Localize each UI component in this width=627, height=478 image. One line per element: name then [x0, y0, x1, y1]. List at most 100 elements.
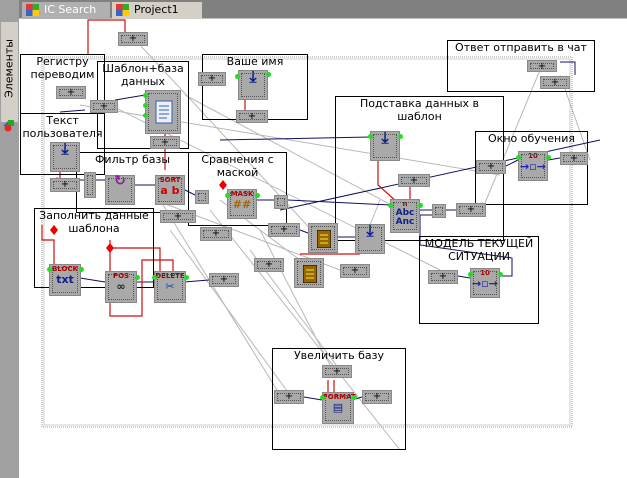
connector-label: +: [569, 153, 579, 164]
list-block[interactable]: [294, 258, 324, 288]
group-title: Фильтр базы: [94, 153, 171, 166]
download-arrow-icon: ⤓: [249, 67, 257, 86]
pin[interactable]: [143, 113, 148, 118]
connector-label: +: [207, 73, 217, 84]
counter-block[interactable]: 10→▫→: [470, 268, 500, 298]
name-input-block[interactable]: ⤓: [238, 67, 268, 100]
connector-node[interactable]: +: [198, 72, 226, 86]
group-title: МОДЕЛЬ ТЕКУЩЕЙ СИТУАЦИИ: [424, 237, 534, 263]
delete-block[interactable]: DELETE✂: [154, 271, 186, 303]
connector-node[interactable]: +: [90, 100, 118, 113]
pin[interactable]: [352, 395, 357, 400]
list-block[interactable]: [308, 223, 338, 253]
group-title: Текст пользователя: [22, 114, 103, 140]
pin[interactable]: [255, 193, 260, 198]
pin[interactable]: [398, 134, 403, 139]
connector-node[interactable]: +: [254, 258, 284, 272]
loop-block[interactable]: ↻: [105, 174, 135, 205]
split-node[interactable]: [84, 172, 96, 198]
connector-label: +: [173, 211, 183, 222]
pin[interactable]: [152, 275, 157, 280]
group-template-db[interactable]: Шаблон+база данных: [97, 61, 189, 149]
pin[interactable]: [468, 272, 473, 277]
pin[interactable]: [135, 275, 140, 280]
pin[interactable]: [143, 93, 148, 98]
split-node[interactable]: [274, 195, 288, 209]
counter-icon: →▫→: [520, 160, 546, 173]
connector-node[interactable]: +: [560, 152, 588, 165]
pin[interactable]: [546, 155, 551, 160]
group-fill-template[interactable]: Заполнить данные шаблона: [34, 208, 154, 288]
tab-project1[interactable]: Project1: [112, 2, 202, 19]
input-block[interactable]: ⤓: [355, 223, 385, 254]
block-label: MASK: [230, 190, 254, 198]
mask-block[interactable]: MASK##: [227, 189, 257, 219]
mask-glyph: ##: [232, 198, 252, 211]
connector-node[interactable]: +: [362, 390, 392, 404]
pin[interactable]: [368, 134, 373, 139]
connector-label: +: [264, 259, 274, 270]
pin[interactable]: [143, 103, 148, 108]
connector-node[interactable]: +: [268, 223, 300, 237]
format-block[interactable]: FORMAT▤: [322, 392, 356, 424]
group-user-text[interactable]: Текст пользователя: [20, 113, 105, 175]
connector-node[interactable]: +: [160, 210, 196, 223]
input-block[interactable]: ⤓: [370, 130, 400, 161]
elements-tab[interactable]: Элементы: [1, 22, 18, 122]
connector-node[interactable]: +: [274, 390, 304, 404]
pos-block[interactable]: POS∞: [105, 271, 137, 303]
group-send-reply[interactable]: Ответ отправить в чат: [447, 40, 595, 92]
group-title: Шаблон+база данных: [102, 62, 184, 88]
connector-node[interactable]: +: [209, 273, 239, 287]
connector-node[interactable]: +: [200, 227, 232, 241]
split-node[interactable]: [195, 190, 209, 204]
connector-node[interactable]: +: [236, 110, 268, 123]
group-grow-db[interactable]: Увеличить базу: [272, 348, 406, 450]
pin[interactable]: [225, 193, 230, 198]
group-title: Ответ отправить в чат: [455, 41, 587, 54]
elements-sidebar[interactable]: Элементы: [0, 0, 19, 478]
connector-label: +: [537, 61, 547, 72]
connector-node[interactable]: +: [118, 32, 148, 46]
pin[interactable]: [498, 272, 503, 277]
connector-node[interactable]: +: [428, 270, 458, 284]
connector-label: +: [550, 77, 560, 88]
group-template-substitution[interactable]: Подставка данных в шаблон: [335, 96, 504, 241]
connector-node[interactable]: +: [398, 174, 430, 187]
connector-node[interactable]: +: [456, 203, 486, 217]
input-block[interactable]: ⤓: [50, 141, 80, 172]
group-mask-compare[interactable]: Сравнения с маской: [188, 152, 287, 226]
pin[interactable]: [516, 155, 521, 160]
pin[interactable]: [47, 267, 52, 272]
split-node[interactable]: [432, 204, 446, 218]
pin[interactable]: [235, 74, 240, 79]
tab-label: Project1: [134, 3, 179, 16]
pin[interactable]: [418, 203, 423, 208]
connector-node[interactable]: +: [150, 136, 180, 149]
pin[interactable]: [184, 275, 189, 280]
counter-block[interactable]: 10→▫→: [518, 151, 548, 181]
connector-node[interactable]: +: [527, 60, 557, 72]
connector-node[interactable]: +: [476, 160, 506, 174]
pin[interactable]: [266, 72, 271, 77]
document-icon: [155, 100, 173, 124]
connector-node[interactable]: +: [56, 86, 86, 99]
connector-node[interactable]: +: [322, 365, 352, 378]
group-training-window[interactable]: Окно обучения: [475, 131, 588, 205]
pin[interactable]: [320, 395, 325, 400]
block-label: SORT: [159, 176, 181, 184]
connector-node[interactable]: +: [340, 264, 370, 278]
group-situation-model[interactable]: МОДЕЛЬ ТЕКУЩЕЙ СИТУАЦИИ: [419, 236, 539, 324]
connector-label: +: [211, 228, 221, 239]
pin[interactable]: [388, 203, 393, 208]
group-title: Регистру переводим: [30, 55, 95, 81]
tab-ic-search[interactable]: IC Search ...: [22, 2, 110, 32]
scissors-icon: ✂: [165, 280, 175, 293]
database-block[interactable]: [145, 90, 181, 134]
pin[interactable]: [79, 267, 84, 272]
connector-node[interactable]: +: [540, 76, 570, 89]
connector-node[interactable]: +: [50, 178, 80, 192]
